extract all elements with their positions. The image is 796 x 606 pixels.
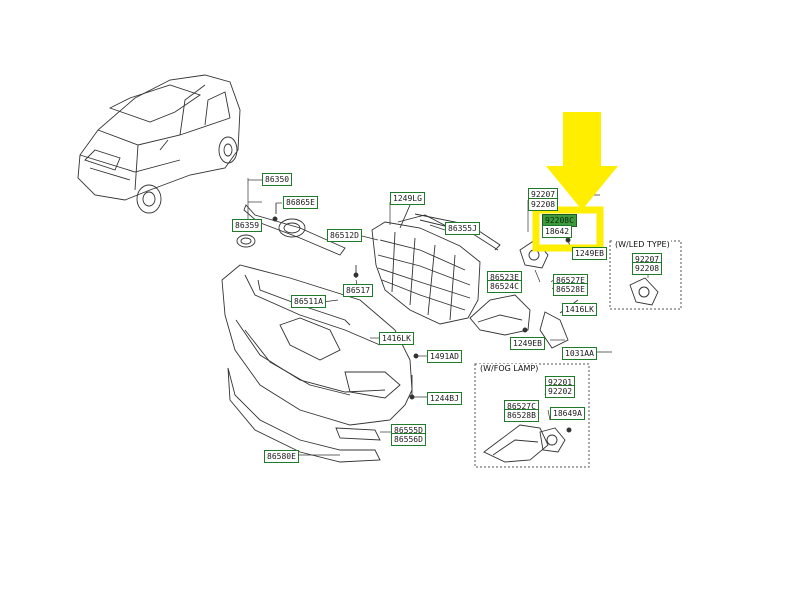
part-label[interactable]: 92208	[528, 198, 559, 211]
highlight-arrow	[532, 112, 618, 252]
part-label[interactable]: 86517	[343, 284, 374, 297]
drl-bezel	[469, 231, 579, 349]
fog-lamp-group-title: (W/FOG LAMP)	[479, 364, 540, 373]
part-label[interactable]: 92202	[545, 385, 576, 398]
led-lamp	[629, 277, 659, 306]
fog-lamp-assembly	[483, 424, 572, 463]
part-label[interactable]: 18642	[542, 225, 573, 238]
part-label[interactable]: 86528E	[553, 283, 588, 296]
part-label[interactable]: 86580E	[264, 450, 299, 463]
part-label[interactable]: 1416LK	[562, 303, 597, 316]
led-type-group-title: (W/LED TYPE)	[614, 240, 671, 249]
part-label[interactable]: 1491AD	[427, 350, 462, 363]
part-label[interactable]: 1249EB	[510, 337, 545, 350]
part-label[interactable]: 1249EB	[572, 247, 607, 260]
car-thumbnail	[77, 74, 241, 214]
part-label[interactable]: 1031AA	[562, 347, 597, 360]
front-bumper	[221, 264, 419, 463]
emblem-assembly	[236, 203, 346, 256]
part-label[interactable]: 86865E	[283, 196, 318, 209]
led-type-group-box	[609, 240, 682, 310]
part-label[interactable]: 86511A	[291, 295, 326, 308]
part-label[interactable]: 86355J	[445, 222, 480, 235]
part-label[interactable]: 86556D	[391, 433, 426, 446]
part-label[interactable]: 86528B	[504, 409, 539, 422]
part-label[interactable]: 86524C	[487, 280, 522, 293]
part-label[interactable]: 1416LK	[379, 332, 414, 345]
part-label[interactable]: 86512D	[327, 229, 362, 242]
part-label[interactable]: 86359	[232, 219, 263, 232]
part-label[interactable]: 92208	[632, 262, 663, 275]
leader-lines	[247, 178, 649, 456]
part-label[interactable]: 86350	[262, 173, 293, 186]
part-label[interactable]: 18649A	[550, 407, 585, 420]
part-label[interactable]: 1249LG	[390, 192, 425, 205]
part-label[interactable]: 1244BJ	[427, 392, 462, 405]
